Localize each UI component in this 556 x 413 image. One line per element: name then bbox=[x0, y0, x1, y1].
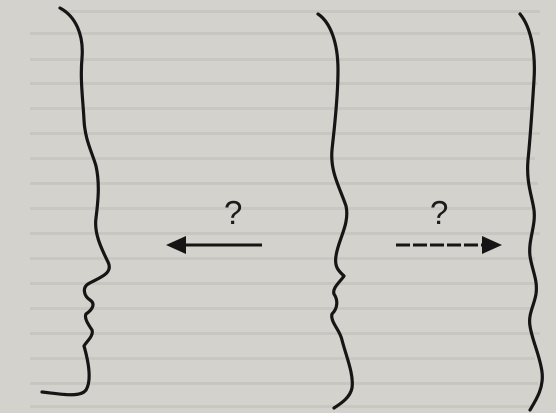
question-mark-right: ? bbox=[430, 194, 448, 231]
middle-face-profile bbox=[318, 14, 352, 408]
left-face-profile bbox=[42, 8, 109, 395]
arrow-left bbox=[166, 236, 262, 254]
arrow-right bbox=[396, 236, 502, 254]
right-face-profile bbox=[520, 14, 542, 410]
background-print-texture bbox=[30, 10, 540, 408]
question-mark-left: ? bbox=[224, 194, 242, 231]
